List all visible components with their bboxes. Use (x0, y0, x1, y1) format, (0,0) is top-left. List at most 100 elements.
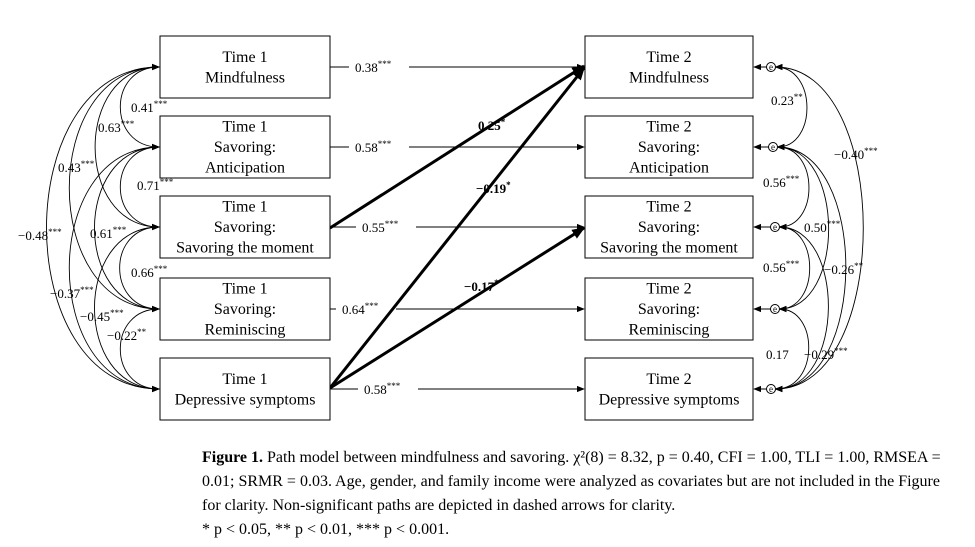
node-label-line: Savoring the moment (176, 240, 314, 257)
correlation-coefficient-t2: −0.40*** (834, 146, 878, 162)
coef-significance: *** (121, 119, 135, 129)
cross-lagged-coefficient: 0.25* (478, 117, 506, 133)
correlation-curve-t2 (774, 143, 847, 393)
coef-significance: *** (834, 346, 848, 356)
coef-significance: *** (387, 381, 401, 391)
coef-significance: *** (113, 225, 127, 235)
caption-body: Figure 1. Path model between mindfulness… (202, 446, 962, 518)
error-term-t2-mind: e (753, 62, 776, 72)
node-label-line: Time 2 (646, 119, 691, 136)
correlation-coefficient-t2: −0.29*** (804, 346, 848, 362)
coef-value: 0.71 (137, 178, 160, 193)
node-box (159, 277, 331, 341)
coef-significance: ** (794, 92, 804, 102)
correlation-curve-t1 (68, 143, 160, 393)
regression-paths (328, 63, 586, 393)
correlation-coefficient-t1: 0.63*** (98, 119, 135, 135)
caption-text: Path model between mindfulness and savor… (202, 449, 941, 514)
stability-coefficient: 0.55*** (362, 219, 399, 235)
coef-value: −0.48 (18, 228, 48, 243)
coef-significance: *** (786, 174, 800, 184)
node-box (159, 35, 331, 99)
correlation-curve-t2 (776, 143, 810, 231)
cross-lagged-path (329, 226, 586, 390)
coef-value: 0.58 (364, 382, 387, 397)
coef-significance: ** (137, 327, 147, 337)
coef-significance: *** (80, 285, 94, 295)
coef-value: −0.22 (107, 328, 137, 343)
correlation-curve-t1 (119, 305, 160, 393)
node-label-line: Reminiscing (205, 322, 286, 339)
correlation-curve-t2 (774, 305, 810, 393)
error-circle (770, 304, 780, 314)
error-symbol: e (773, 304, 777, 314)
coef-value: 0.50 (804, 220, 827, 235)
error-term-t2-rem: e (753, 304, 780, 314)
error-symbol: e (769, 62, 773, 72)
coef-value: −0.29 (804, 347, 834, 362)
node-label-line: Savoring: (214, 301, 276, 318)
node-label-line: Anticipation (629, 160, 709, 177)
node-label-line: Anticipation (205, 160, 285, 177)
correlation-coefficient-t1: 0.41*** (131, 99, 168, 115)
correlation-curve-t2 (774, 223, 829, 393)
error-term-t2-mom: e (753, 222, 780, 232)
node-box (584, 195, 754, 259)
error-symbol: e (769, 384, 773, 394)
error-circle (766, 384, 776, 394)
coef-value: 0.25 (478, 118, 501, 133)
correlation-curve-t1 (94, 223, 160, 393)
cross-lagged-coefficient: −0.17* (464, 278, 499, 294)
stability-coefficient: 0.58*** (355, 139, 392, 155)
correlation-curve-t1 (94, 143, 160, 313)
correlation-curve-t1 (119, 63, 160, 151)
node-label-line: Mindfulness (205, 69, 285, 86)
coef-value: 0.58 (355, 140, 378, 155)
node-label-line: Savoring: (214, 139, 276, 156)
coef-significance: *** (154, 264, 168, 274)
coef-value: 0.43 (58, 160, 81, 175)
node-box (584, 35, 754, 99)
error-symbol: e (773, 222, 777, 232)
coef-value: 0.38 (355, 60, 378, 75)
node-t2-ant: Time 2 Savoring: Anticipation (584, 115, 754, 179)
correlation-coefficient-t1: 0.61*** (90, 225, 127, 241)
node-box (159, 357, 331, 421)
stability-coefficient: 0.58*** (364, 381, 401, 397)
coef-value: 0.41 (131, 100, 154, 115)
coef-significance: *** (864, 146, 878, 156)
node-label-line: Time 2 (646, 199, 691, 216)
correlation-curve-t2 (776, 143, 830, 313)
coef-significance: * (501, 117, 506, 127)
node-label-line: Mindfulness (629, 69, 709, 86)
correlation-curve-t2 (774, 63, 808, 151)
correlation-coefficient-t2: 0.17 (766, 347, 789, 362)
coef-value: 0.56 (763, 260, 786, 275)
correlation-curve-t1 (68, 63, 160, 313)
coef-significance: ** (854, 261, 864, 271)
coef-value: 0.17 (766, 347, 789, 362)
node-box (159, 115, 331, 179)
correlation-coefficient-t1: −0.22** (107, 327, 147, 343)
coef-value: 0.23 (771, 93, 794, 108)
node-label-line: Time 1 (222, 119, 267, 136)
correlation-coefficient-t1: −0.45*** (80, 308, 124, 324)
cross-lagged-path (329, 64, 586, 230)
correlation-curve-t1 (46, 63, 160, 393)
node-box (159, 195, 331, 259)
node-box (584, 277, 754, 341)
coef-significance: *** (365, 301, 379, 311)
correlation-coefficient-t1: 0.43*** (58, 159, 95, 175)
coef-value: −0.17 (464, 279, 495, 294)
correlation-coefficient-t1: 0.71*** (137, 177, 174, 193)
node-label-line: Savoring: (638, 139, 700, 156)
coef-value: −0.45 (80, 309, 110, 324)
coef-significance: *** (827, 219, 841, 229)
correlation-coefficient-t2: −0.26** (824, 261, 864, 277)
node-label-line: Reminiscing (629, 322, 710, 339)
